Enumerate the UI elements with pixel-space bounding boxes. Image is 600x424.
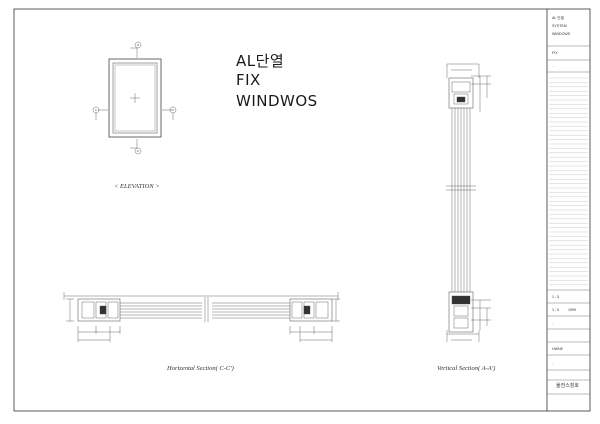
drawing-title-line-2: FIX: [236, 71, 261, 89]
checker: HWNE: [552, 347, 563, 351]
marker-right: C': [172, 108, 175, 112]
dash-1: -: [552, 64, 553, 68]
elevation-view: [92, 41, 177, 155]
vertical-section: [446, 63, 491, 342]
drawing-title-line-1: AL단열: [236, 52, 285, 70]
horizontal-section: [63, 292, 340, 342]
marker-left: C: [95, 108, 98, 112]
scale-value: 1 : 5: [552, 295, 559, 299]
horizontal-section-caption: Horizental Section( C-C'): [167, 365, 234, 372]
scale-value-2: 1 : 5: [552, 308, 559, 312]
company-name: 율전스칭호: [556, 383, 580, 389]
project-line-2: SYSTEM: [552, 24, 567, 28]
dash-2: -: [552, 322, 553, 326]
drawing-title-line-3: WINDWOS: [236, 92, 318, 110]
sheet-border: [13, 8, 591, 412]
marker-bottom: A': [137, 149, 140, 153]
title-block-ruled-lines: [549, 77, 588, 285]
dash-3: -: [552, 362, 553, 366]
vertical-section-caption: Vertical Section( A-A'): [437, 365, 496, 372]
drawing-name: FIX: [552, 51, 558, 55]
title-block: [547, 45, 590, 395]
elevation-caption: < ELEVATION >: [114, 183, 160, 190]
project-line-1: AL 단열: [552, 16, 564, 20]
project-line-3: WINDOWS: [552, 32, 571, 36]
marker-top: A: [137, 43, 139, 47]
date-value: 1999: [568, 308, 576, 312]
